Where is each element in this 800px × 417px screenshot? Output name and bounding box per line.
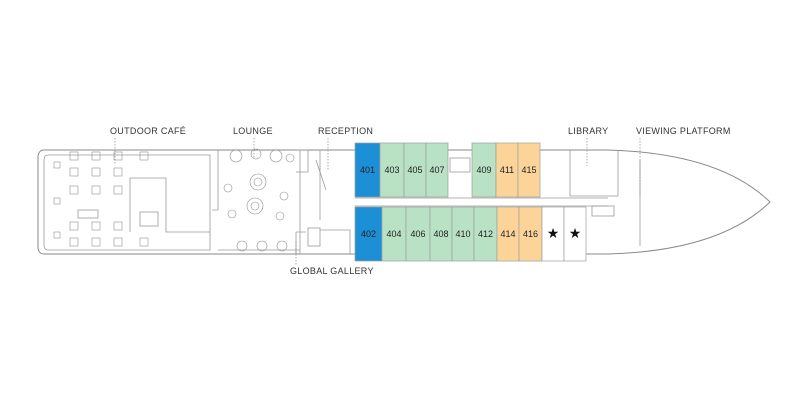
cabin-404[interactable]: 404 xyxy=(381,206,407,262)
cabin-406[interactable]: 406 xyxy=(405,206,431,262)
label-lounge: LOUNGE xyxy=(233,126,273,136)
cabin-number: 411 xyxy=(500,165,514,175)
cabin-number: 415 xyxy=(521,165,536,175)
aft-deck-outline xyxy=(43,154,211,251)
aft-stair-right xyxy=(139,211,159,227)
stairwell-mid xyxy=(449,157,471,173)
cabin-star-8[interactable]: ★ xyxy=(541,206,565,262)
cabin-box xyxy=(379,142,405,198)
label-viewing-platform: VIEWING PLATFORM xyxy=(636,126,731,136)
cabin-box xyxy=(425,142,449,198)
cabin-box xyxy=(517,142,541,198)
cabin-row-port: 401 403 405 407 409 411 415 xyxy=(354,142,541,198)
cabin-number: 403 xyxy=(384,165,399,175)
cabin-407[interactable]: 407 xyxy=(425,142,449,198)
cabin-402[interactable]: 402 xyxy=(354,206,383,262)
cabin-414[interactable]: 414 xyxy=(496,206,520,262)
cabin-number: 414 xyxy=(500,229,515,239)
cabin-408[interactable]: 408 xyxy=(429,206,453,262)
aft-stair-left xyxy=(77,209,99,219)
label-global-gallery: GLOBAL GALLERY xyxy=(290,266,374,276)
cabin-409[interactable]: 409 xyxy=(471,142,497,198)
cabin-box xyxy=(563,206,587,262)
cabin-411[interactable]: 411 xyxy=(495,142,519,198)
lounge-walls xyxy=(212,150,301,254)
cabin-415[interactable]: 415 xyxy=(517,142,541,198)
reception-walls xyxy=(315,150,351,254)
bow-stair xyxy=(591,205,615,217)
cabin-box xyxy=(354,142,381,198)
reception-stair xyxy=(307,227,321,247)
label-reception: RECEPTION xyxy=(318,126,373,136)
cabin-number: 410 xyxy=(455,229,470,239)
cabin-number: 409 xyxy=(476,165,491,175)
cabin-410[interactable]: 410 xyxy=(451,206,475,262)
cabin-number: 408 xyxy=(433,229,448,239)
cabin-405[interactable]: 405 xyxy=(403,142,427,198)
cabin-star-9[interactable]: ★ xyxy=(563,206,587,262)
cabin-412[interactable]: 412 xyxy=(473,206,498,262)
cabin-box xyxy=(471,142,497,198)
cabin-number: 407 xyxy=(429,165,444,175)
cabin-number: 412 xyxy=(478,229,493,239)
cabin-number: 402 xyxy=(361,229,376,239)
cabin-number: 401 xyxy=(360,165,375,175)
library-walls xyxy=(569,150,619,197)
outdoor-cafe-tables xyxy=(53,151,149,247)
label-outdoor-cafe: OUTDOOR CAFÉ xyxy=(110,126,186,136)
cabin-box xyxy=(354,206,383,262)
label-library: LIBRARY xyxy=(568,126,608,136)
cabin-star: ★ xyxy=(569,226,582,242)
lounge-stair xyxy=(296,149,309,173)
cabin-number: 405 xyxy=(407,165,422,175)
cabin-number: 416 xyxy=(523,229,538,239)
cabin-416[interactable]: 416 xyxy=(518,206,543,262)
cabin-star: ★ xyxy=(547,226,560,242)
cabin-401[interactable]: 401 xyxy=(354,142,381,198)
cabin-number: 404 xyxy=(386,229,401,239)
cabin-box xyxy=(381,206,407,262)
cabin-number: 406 xyxy=(410,229,425,239)
ship-hull xyxy=(37,149,771,255)
cabin-403[interactable]: 403 xyxy=(379,142,405,198)
lounge-furniture xyxy=(223,148,295,252)
aft-deck-structure xyxy=(130,177,210,233)
cabin-row-starboard: 402 404 406 408 410 412 414 416 ★ ★ xyxy=(354,206,587,262)
